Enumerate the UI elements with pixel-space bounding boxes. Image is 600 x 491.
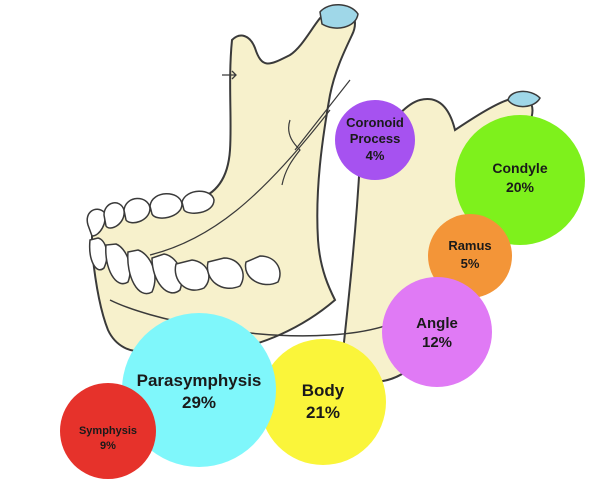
region-circle (60, 383, 156, 479)
region-percent: 4% (366, 148, 385, 163)
region-circle (428, 214, 512, 298)
region-percent: 21% (306, 403, 340, 422)
region-coronoid-bubble: Coronoid Process 4% (335, 100, 415, 180)
far-condyle-cap (507, 90, 541, 108)
region-circle (335, 100, 415, 180)
region-percent: 12% (422, 334, 452, 351)
region-percent: 9% (100, 440, 116, 452)
region-name-line-2: Process (350, 131, 401, 146)
near-condyle-cap (319, 4, 359, 29)
region-angle-bubble: Angle 12% (382, 277, 492, 387)
mandible-near-half (91, 5, 356, 353)
region-percent: 29% (182, 393, 216, 412)
lower-teeth (88, 237, 281, 295)
region-condyle-bubble: Condyle 20% (455, 115, 585, 245)
region-name-line-1: Coronoid (346, 115, 404, 130)
region-symphysis-bubble: Symphysis 9% (60, 383, 156, 479)
region-circle (122, 313, 276, 467)
pointer-line (294, 79, 351, 151)
region-body-bubble: Body 21% (260, 339, 386, 465)
region-circle (382, 277, 492, 387)
region-ramus-bubble: Ramus 5% (428, 214, 512, 298)
arrow-mark (222, 70, 237, 80)
lingula-mark (281, 119, 301, 186)
region-name-line-1: Angle (416, 315, 458, 332)
region-name-line-1: Parasymphysis (137, 371, 262, 390)
region-parasymphysis-bubble: Parasymphysis 29% (122, 313, 276, 467)
region-circle (455, 115, 585, 245)
region-percent: 5% (461, 256, 480, 271)
region-circle (260, 339, 386, 465)
mandibular-canal-line (149, 109, 331, 256)
region-name-line-1: Condyle (492, 160, 547, 176)
region-name-line-1: Symphysis (79, 425, 137, 437)
upper-teeth (86, 190, 215, 237)
region-name-line-1: Body (302, 381, 345, 400)
region-name-line-1: Ramus (448, 238, 491, 253)
region-percent: 20% (506, 179, 535, 195)
